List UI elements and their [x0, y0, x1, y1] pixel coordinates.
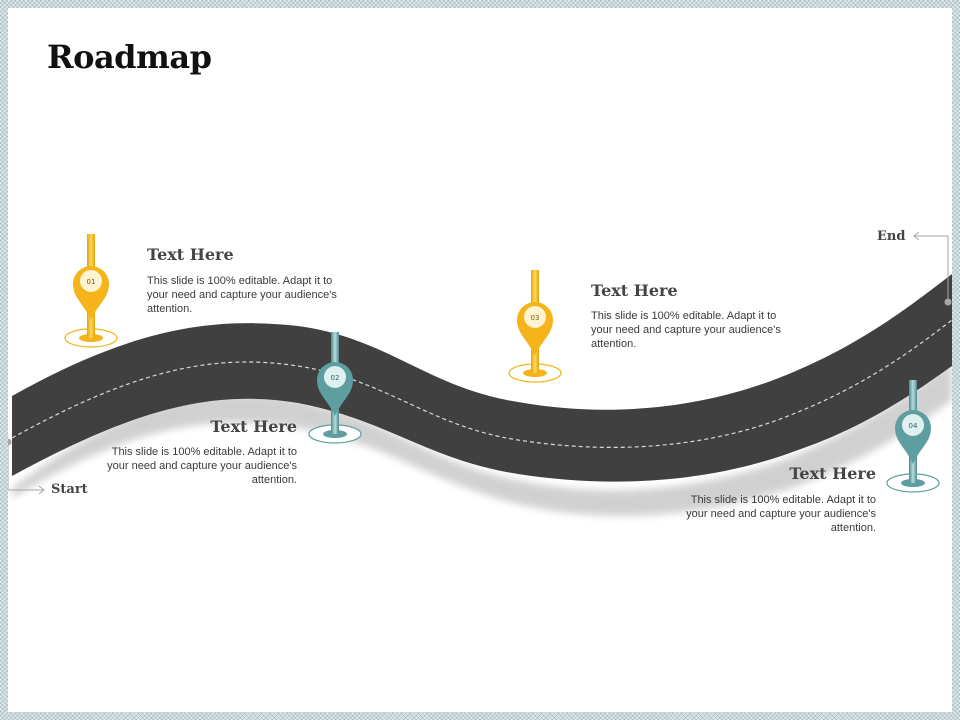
slide-title: Roadmap — [47, 38, 212, 76]
milestone-01-heading: Text Here — [147, 245, 234, 264]
milestone-01-body: This slide is 100% editable. Adapt it to… — [147, 275, 337, 315]
road-shadow — [12, 360, 952, 516]
pin-01-number: 01 — [87, 278, 96, 286]
end-label: End — [877, 229, 906, 244]
milestone-02-body: This slide is 100% editable. Adapt it to… — [107, 446, 297, 486]
end-connector — [913, 231, 952, 306]
pin-02-number: 02 — [331, 374, 340, 382]
road-center-line — [11, 319, 952, 448]
pin-03-icon: 03 — [508, 270, 562, 383]
roadmap-diagram: 01 02 03 04 — [8, 231, 952, 516]
roadmap-slide: Roadmap — [8, 8, 952, 712]
start-label: Start — [51, 482, 88, 497]
pin-04-number: 04 — [909, 422, 918, 430]
milestone-04-heading: Text Here — [789, 464, 876, 483]
milestone-03-body: This slide is 100% editable. Adapt it to… — [591, 310, 781, 350]
milestone-03-heading: Text Here — [591, 281, 678, 300]
pin-03-number: 03 — [531, 314, 540, 322]
milestone-04-body: This slide is 100% editable. Adapt it to… — [686, 494, 876, 534]
pin-04-icon: 04 — [886, 380, 940, 493]
pin-01-icon: 01 — [64, 234, 118, 348]
milestone-02-heading: Text Here — [210, 417, 297, 436]
pin-02-icon: 02 — [308, 332, 362, 444]
start-connector — [8, 438, 45, 495]
road — [12, 274, 952, 482]
